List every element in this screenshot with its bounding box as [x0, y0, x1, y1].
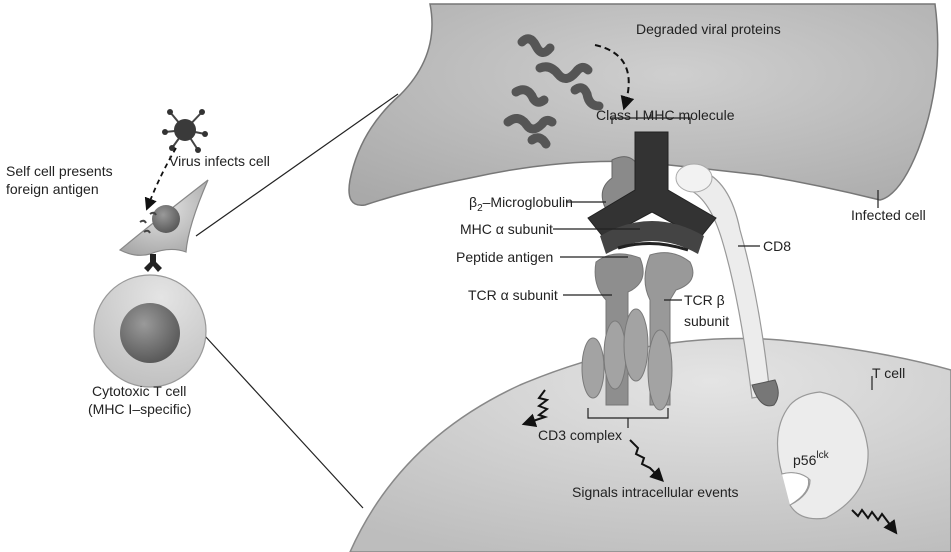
- label-peptide-antigen: Peptide antigen: [456, 249, 553, 265]
- small-mhc: [144, 254, 162, 272]
- b2-symbol: β: [469, 194, 477, 210]
- label-infected-cell: Infected cell: [851, 207, 926, 223]
- self-cell-nucleus: [152, 205, 180, 233]
- label-t-cell: T cell: [872, 365, 905, 381]
- virus-particle: [162, 109, 208, 153]
- label-tcr-alpha-subunit: TCR α subunit: [468, 287, 558, 303]
- label-virus-infects-cell: Virus infects cell: [169, 153, 270, 169]
- label-mhc-alpha-subunit: MHC α subunit: [460, 221, 553, 237]
- label-class-i-mhc: Class I MHC molecule: [596, 107, 735, 123]
- cytotoxic-t-cell-nucleus: [120, 303, 180, 363]
- label-tcr-beta-line1: TCR β: [684, 292, 725, 308]
- label-signals: Signals intracellular events: [572, 484, 739, 500]
- p56-main: p56: [793, 452, 817, 468]
- label-b2-microglobulin: β2–Microglobulin: [469, 194, 573, 214]
- label-cytotoxic-line2: (MHC I–specific): [88, 401, 191, 417]
- zoom-line-bottom: [205, 336, 363, 508]
- cd8-head: [676, 164, 712, 192]
- label-degraded-viral-proteins: Degraded viral proteins: [636, 21, 781, 37]
- label-self-cell-line2: foreign antigen: [6, 181, 99, 197]
- label-cytotoxic-line1: Cytotoxic T cell: [92, 383, 186, 399]
- label-cd8: CD8: [763, 238, 791, 254]
- p56-superscript: lck: [816, 450, 829, 461]
- label-self-cell-line1: Self cell presents: [6, 163, 113, 179]
- label-cd3-complex: CD3 complex: [538, 427, 622, 443]
- label-tcr-beta-line2: subunit: [684, 313, 729, 329]
- b2-rest: –Microglobulin: [483, 194, 573, 210]
